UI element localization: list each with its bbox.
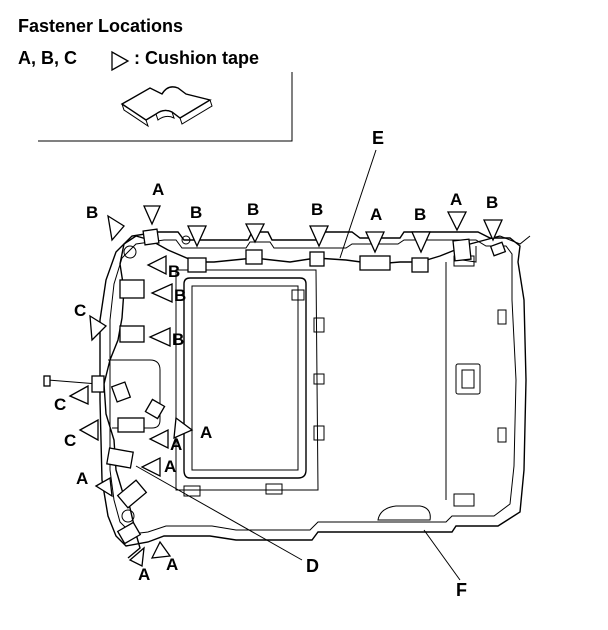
tape-label: A [370, 205, 382, 224]
tape-label: A [200, 423, 212, 442]
tape-label: B [190, 203, 202, 222]
tape-label: A [164, 457, 176, 476]
callout-f: F [423, 529, 467, 600]
callout-e: E [339, 128, 384, 259]
legend-triangle-icon [111, 50, 130, 72]
legend: A, B, C : Cushion tape [18, 48, 293, 142]
tape-label: B [247, 200, 259, 219]
legend-description: : Cushion tape [134, 48, 259, 68]
tape-label: B [414, 205, 426, 224]
cushion-tape-icon [120, 86, 213, 128]
tape-markers [68, 205, 504, 567]
wire-harness [103, 235, 501, 559]
tape-label: C [54, 395, 66, 414]
tape-label: A [166, 555, 178, 574]
tape-labels: A B B B B A B A B B B B C C C A A A A A … [54, 180, 498, 584]
tape-label: B [311, 200, 323, 219]
tape-label: B [168, 262, 180, 281]
callout-f-label: F [456, 580, 467, 600]
legend-frame [38, 72, 293, 142]
legend-labels: A, B, C [18, 48, 77, 68]
callout-d: D [135, 465, 319, 576]
tape-label: A [76, 469, 88, 488]
diagram-title: Fastener Locations [18, 16, 183, 36]
tape-label: A [138, 565, 150, 584]
callout-d-label: D [306, 556, 319, 576]
tape-label: B [174, 286, 186, 305]
headliner [99, 231, 527, 547]
tape-label: A [170, 435, 182, 454]
tape-label: B [86, 203, 98, 222]
tape-label: C [74, 301, 86, 320]
tape-label: B [172, 330, 184, 349]
tape-label: C [64, 431, 76, 450]
cushion-tapes [91, 228, 507, 545]
tape-label: A [450, 190, 462, 209]
tape-label: A [152, 180, 164, 199]
callout-e-label: E [372, 128, 384, 148]
tape-label: B [486, 193, 498, 212]
